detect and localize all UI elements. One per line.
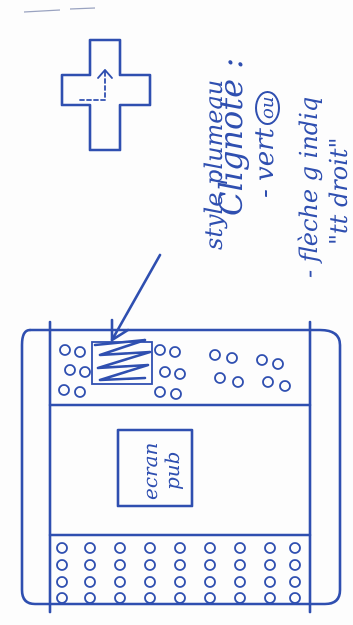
button-pad-bottom: [57, 543, 300, 603]
scribbled-buttons: [95, 340, 150, 380]
note-clignote-vert: - vert: [250, 128, 280, 198]
screen-label-ecran: ecran: [138, 443, 162, 500]
note-tout-droit: "tt droit": [325, 137, 353, 245]
note-clignote-title: Clignote :: [212, 58, 250, 216]
pointer-arrow: [112, 255, 160, 340]
note-clignote-ou: ou: [255, 91, 280, 125]
pencil-marks: [24, 8, 95, 12]
screen-label-pub: pub: [160, 452, 184, 491]
note-fleche-gauche: - flèche g indiq: [295, 97, 323, 278]
cross-shape: [62, 40, 150, 150]
button-pad-top: [59, 340, 290, 399]
